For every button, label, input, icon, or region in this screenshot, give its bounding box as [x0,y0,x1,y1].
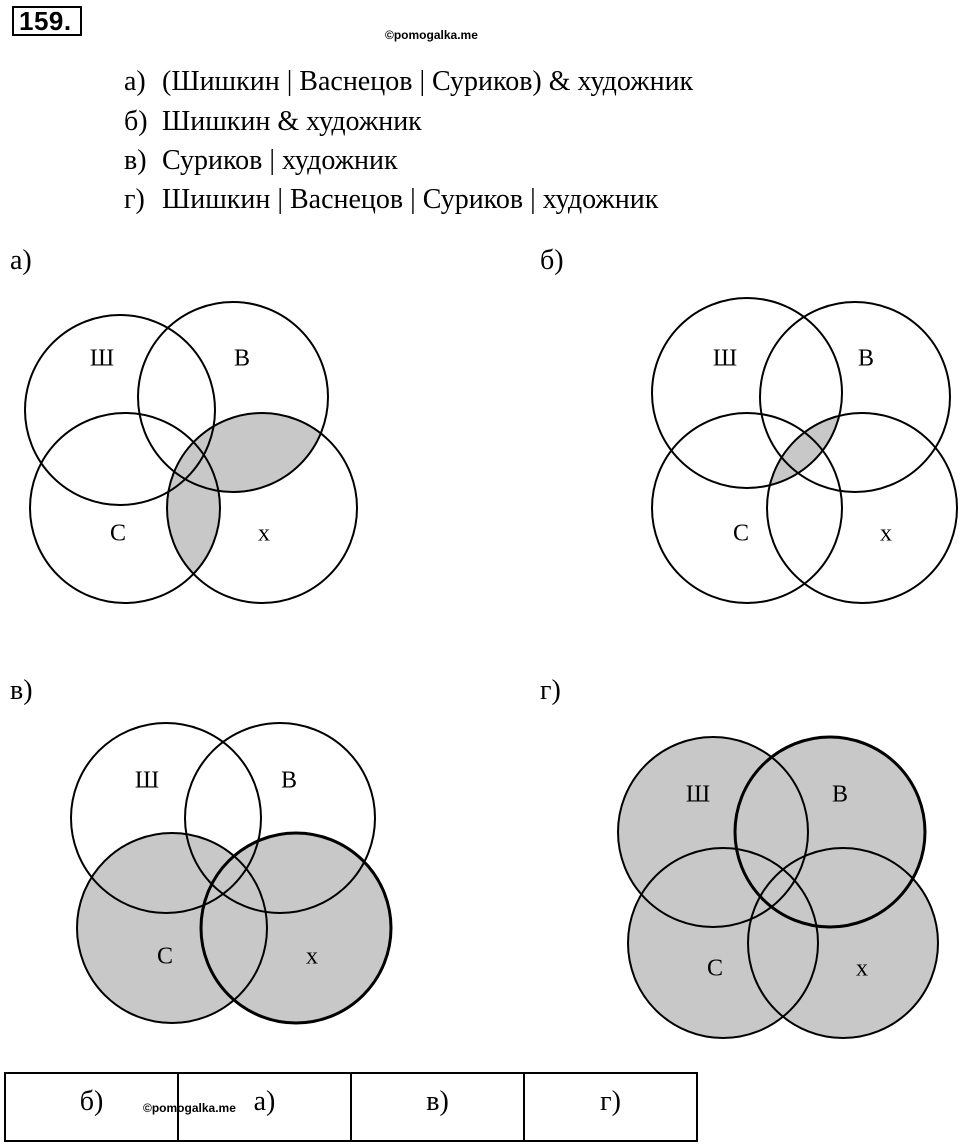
answer-cell: в) [350,1072,525,1142]
venn-c-shade-x [201,833,391,1023]
venn-a-circle-v [137,301,329,493]
venn-a-label-sh: Ш [90,346,114,372]
venn-a-circle-s [29,412,221,604]
task-a: а) (Шишкин | Васнецов | Суриков) & художн… [124,66,693,98]
watermark-bottom: ©pomogalka.me [143,1101,236,1115]
task-text: (Шишкин | Васнецов | Суриков) & художник [162,66,694,97]
task-text: Шишкин & художник [162,106,422,137]
answer-cell-text: б) [79,1086,104,1117]
venn-diagram-c: Ш В С х [70,722,393,1025]
task-letter: в) [124,145,147,176]
diagram-label-b: б) [540,245,564,276]
task-letter: б) [124,106,148,137]
task-text: Суриков | художник [162,145,398,176]
venn-a-shaded-region [167,413,328,603]
venn-b-circle-sh [651,297,843,489]
venn-diagram-b: Ш В С х [651,297,958,604]
answer-cell: б) [4,1072,179,1142]
answer-row: б) а) в) г) [4,1072,698,1142]
venn-c-circle-sh [70,722,262,914]
venn-d-label-v: В [832,782,848,808]
task-d: г) Шишкин | Васнецов | Суриков | художник [124,184,658,216]
venn-diagrams: Ш В С х Ш В С х Ш В С х [24,297,958,1039]
venn-diagram-d: Ш В С х [617,735,939,1039]
venn-d-shade-x [748,848,938,1038]
venn-d-label-x: х [856,956,868,982]
diagram-label-c: в) [10,675,33,706]
venn-b-label-s: С [733,521,749,547]
venn-c-circle-v [184,722,376,914]
venn-c-circle-x [199,831,393,1025]
venn-c-label-v: В [281,768,297,794]
diagram-label-a: а) [10,245,32,276]
task-letter: г) [124,184,145,215]
problem-number: 159. [12,6,82,36]
venn-c-label-sh: Ш [135,768,159,794]
venn-b-circle-x [766,412,958,604]
answer-cell: а) [177,1072,352,1142]
venn-a-circle-x [166,412,358,604]
answer-cell-text: а) [253,1086,276,1117]
venn-c-label-s: С [157,944,173,970]
venn-d-circle-x [747,847,939,1039]
venn-b-label-v: В [858,346,874,372]
venn-b-label-x: х [880,521,892,547]
answer-table: б) а) в) г) [4,1072,698,1142]
venn-d-circle-v [733,735,927,929]
venn-b-circle-v [759,301,951,493]
venn-diagram-a: Ш В С х [24,301,358,604]
venn-b-label-sh: Ш [713,346,737,372]
venn-c-circle-s [76,832,268,1024]
venn-a-label-s: С [110,521,126,547]
venn-d-label-s: С [707,956,723,982]
venn-a-label-x: х [258,521,270,547]
venn-d-circle-s [627,847,819,1039]
venn-c-label-x: х [306,944,318,970]
task-b: б) Шишкин & художник [124,106,422,138]
venn-d-circle-sh [617,736,809,928]
watermark-top: ©pomogalka.me [385,28,478,42]
task-c: в) Суриков | художник [124,145,398,177]
answer-cell-text: г) [600,1086,621,1117]
venn-a-circle-sh [24,314,216,506]
venn-b-circle-s [651,412,843,604]
answer-cell-text: в) [426,1086,449,1117]
task-letter: а) [124,66,146,97]
answer-cell: г) [523,1072,698,1142]
venn-d-label-sh: Ш [686,782,710,808]
venn-a-label-v: В [234,346,250,372]
diagram-label-d: г) [540,675,561,706]
task-text: Шишкин | Васнецов | Суриков | художник [162,184,659,215]
